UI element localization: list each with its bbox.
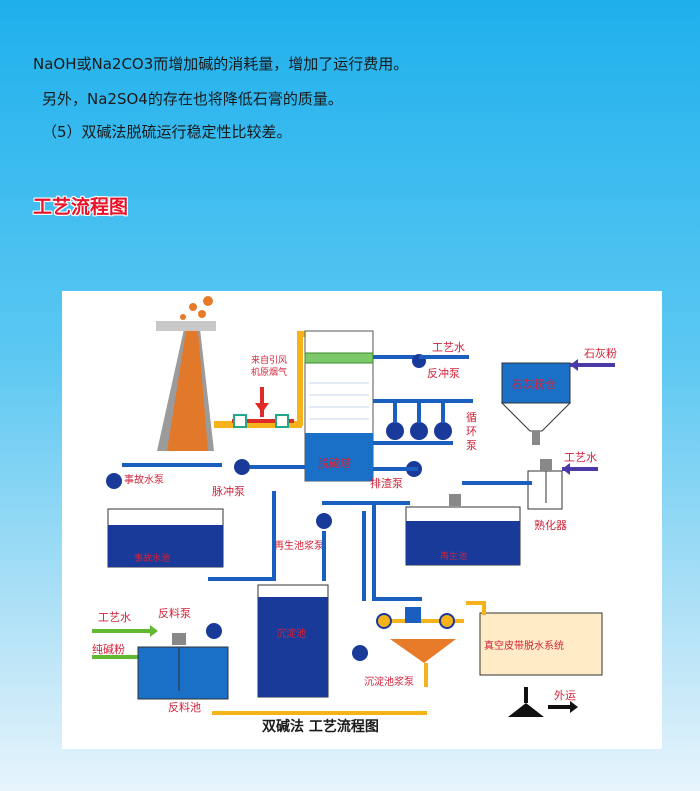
hydrocyclone-icon (376, 601, 484, 663)
output-arrow-icon (508, 703, 544, 717)
pulse-pump-label: 脉冲泵 (212, 484, 245, 498)
fan-inlet-icon (232, 387, 294, 428)
accident-pump-label: 事故水泵 (124, 473, 164, 486)
process-water-right-arrow (562, 467, 598, 471)
feed-pump-icon (206, 623, 222, 639)
accident-pump-icon (106, 473, 122, 489)
vacuum-belt-label: 真空皮带脱水系统 (484, 639, 564, 652)
settling-pump-icon (352, 645, 368, 661)
process-flow-svg: 来自引风 机原烟气 脱硫塔 工艺水 反冲泵 (92, 296, 617, 735)
process-water-right-label: 工艺水 (564, 451, 597, 464)
lime-powder-label: 石灰粉 (584, 346, 617, 360)
regen-pump-icon (316, 513, 332, 529)
backflush-pump-label: 反冲泵 (427, 366, 460, 380)
flue-duct-top (297, 331, 307, 337)
slaker-label: 熟化器 (534, 518, 567, 532)
circ-pump-label-3: 泵 (466, 439, 477, 452)
slaker (527, 459, 563, 510)
regen-pump-label: 再生池浆泵 (274, 539, 324, 552)
backflush-pipe (373, 355, 418, 359)
feed-pump-label: 反料泵 (158, 606, 191, 620)
flue-source-label-2: 机原烟气 (251, 366, 287, 378)
lime-silo (500, 362, 572, 445)
feed-tank (137, 633, 229, 700)
paragraph-line-2: 另外，Na2SO4的存在也将降低石膏的质量。 (42, 90, 343, 108)
desulfurization-tower (304, 330, 374, 482)
smoke-icon (180, 296, 213, 327)
lime-silo-label: 石灰粉仓 (512, 377, 556, 391)
soda-powder-label: 纯碱粉 (92, 643, 125, 656)
process-water-left-arrow (92, 629, 152, 633)
flue-duct (214, 421, 302, 428)
soda-powder-arrow (92, 655, 152, 659)
circ-pump-label-1: 循 (466, 411, 477, 424)
settling-tank (257, 584, 329, 698)
feed-tank-label: 反料池 (168, 700, 201, 714)
chimney-icon (156, 321, 216, 451)
process-water-left-label: 工艺水 (98, 611, 131, 624)
circ-pump-label-2: 环 (466, 425, 477, 438)
diagram-caption: 双碱法 工艺流程图 (262, 718, 379, 735)
settling-pump-label: 沉淀池浆泵 (364, 675, 414, 688)
vacuum-belt-system (479, 612, 603, 676)
flue-source-label-1: 来自引风 (251, 354, 287, 366)
lime-powder-arrow (570, 363, 615, 367)
pipe-network (208, 481, 532, 601)
regen-tank (405, 494, 521, 566)
slag-pump-label: 排渣泵 (370, 476, 403, 490)
process-flow-diagram: 来自引风 机原烟气 脱硫塔 工艺水 反冲泵 (62, 291, 662, 749)
circulation-pumps-icon (373, 399, 473, 445)
regen-tank-label: 再生池 (440, 550, 467, 562)
flue-duct-vertical (297, 331, 303, 426)
paragraph-line-1: NaOH或Na2CO3而增加碱的消耗量，增加了运行费用。 (33, 55, 409, 73)
tower-label: 脱硫塔 (318, 456, 351, 470)
settling-tank-label: 沉淀池 (276, 627, 306, 640)
transport-out-label: 外运 (554, 689, 576, 702)
pulse-pump-icon (234, 459, 250, 475)
paragraph-line-3: （5）双碱法脱硫运行稳定性比较差。 (42, 123, 292, 141)
slurry-lines (212, 601, 486, 715)
section-title: 工艺流程图 (33, 196, 129, 218)
process-water-top-label: 工艺水 (432, 341, 465, 354)
accident-tank-label: 事故水池 (134, 552, 170, 564)
